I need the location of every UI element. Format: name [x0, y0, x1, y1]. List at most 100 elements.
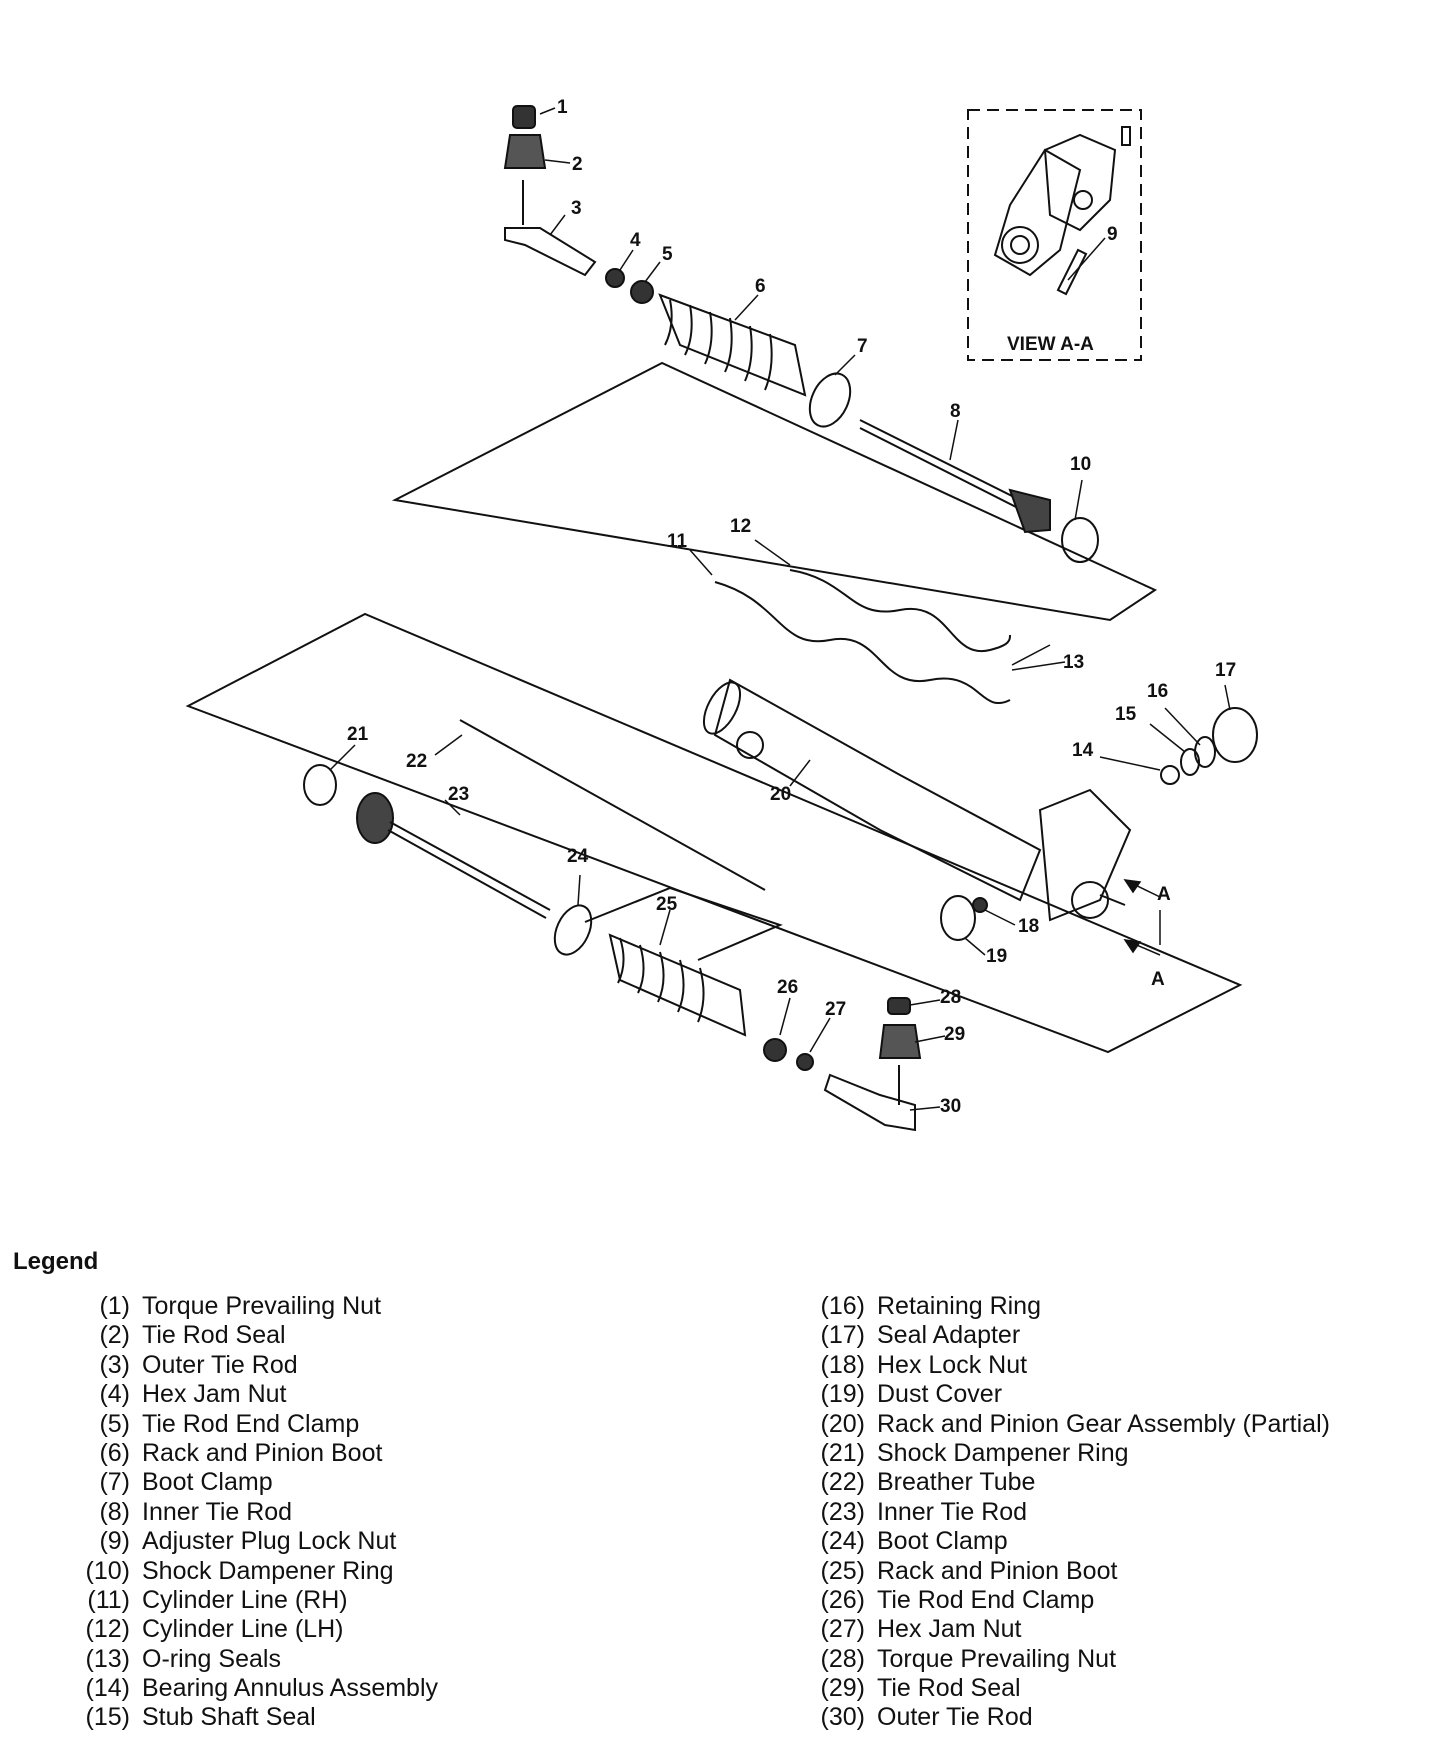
- legend-number: (27): [820, 1615, 865, 1644]
- legend-label: Tie Rod Seal: [877, 1674, 1021, 1703]
- legend-item: (10) Shock Dampener Ring: [40, 1557, 438, 1586]
- callout-10: 10: [1070, 454, 1091, 475]
- legend-number: (22): [820, 1468, 865, 1497]
- legend-number: (4): [99, 1380, 130, 1409]
- legend-label: Outer Tie Rod: [142, 1350, 298, 1379]
- legend-item: (6)Rack and Pinion Boot: [40, 1439, 438, 1468]
- view-aa-housing: [993, 126, 1131, 296]
- callout-20: 20: [770, 784, 791, 805]
- legend-item: (12)Cylinder Line (LH): [40, 1615, 438, 1644]
- legend-item: (9)Adjuster Plug Lock Nut: [40, 1527, 438, 1556]
- legend-label: Boot Clamp: [142, 1468, 273, 1497]
- legend-label: O-ring Seals: [142, 1644, 281, 1673]
- legend-item: (21)Shock Dampener Ring: [770, 1439, 1330, 1468]
- legend-label: Shock Dampener Ring: [877, 1438, 1129, 1467]
- part-28-torque-nut: [887, 997, 911, 1015]
- legend-label: Cylinder Line (LH): [142, 1615, 344, 1644]
- part-30-outer-tie-rod: [823, 1065, 916, 1132]
- legend-number: (13): [85, 1644, 130, 1673]
- callout-15: 15: [1115, 704, 1137, 725]
- legend-title: Legend: [13, 1248, 99, 1275]
- part-24-boot-clamp: [553, 904, 593, 956]
- part-23-inner-tie-rod: [356, 792, 551, 919]
- callout-24: 24: [567, 846, 589, 867]
- legend-number: (3): [99, 1350, 130, 1379]
- legend-label: Tie Rod End Clamp: [142, 1409, 360, 1438]
- legend-label: Torque Prevailing Nut: [877, 1644, 1117, 1673]
- callout-14: 14: [1072, 740, 1094, 761]
- part-12-cylinder-line-lh: [789, 569, 1011, 653]
- legend-right-column: (16)Retaining Ring (17)Seal Adapter (18)…: [770, 1292, 1330, 1733]
- legend-label: Hex Jam Nut: [877, 1615, 1022, 1644]
- callout-9: 9: [1107, 224, 1118, 245]
- legend-item: (4) Hex Jam Nut: [40, 1380, 438, 1409]
- legend-label: Breather Tube: [877, 1468, 1036, 1497]
- exploded-view-diagram: 1 2 3 4 5 6 7 8 9 10 11 12 13 14 15 16 1…: [185, 97, 1258, 1132]
- legend-number: (28): [820, 1644, 865, 1673]
- legend-label: Shock Dampener Ring: [142, 1556, 394, 1585]
- callout-13: 13: [1063, 652, 1084, 673]
- legend-label: Seal Adapter: [877, 1321, 1021, 1350]
- legend-label: Tie Rod End Clamp: [877, 1585, 1095, 1614]
- legend-label: Rack and Pinion Gear Assembly (Partial): [877, 1409, 1330, 1438]
- callout-21: 21: [347, 724, 369, 745]
- legend-item: (13) O-ring Seals: [40, 1645, 438, 1674]
- callout-4: 4: [630, 230, 641, 251]
- legend-item: (22) Breather Tube: [770, 1468, 1330, 1497]
- legend-item: (26)Tie Rod End Clamp: [770, 1586, 1330, 1615]
- callout-16: 16: [1147, 681, 1168, 702]
- part-22-breather-tube: [459, 719, 766, 891]
- callout-18: 18: [1018, 916, 1039, 937]
- legend-item: (23) Inner Tie Rod: [770, 1498, 1330, 1527]
- part-11-cylinder-line-rh: [714, 581, 1011, 705]
- legend-number: (15): [85, 1703, 130, 1732]
- legend-left-column: (1)Torque Prevailing Nut (2)Tie Rod Seal…: [40, 1292, 438, 1733]
- part-14-bearing-annulus: [1160, 765, 1180, 785]
- part-18-hex-lock-nut: [972, 897, 988, 913]
- legend-label: Inner Tie Rod: [877, 1497, 1028, 1526]
- callout-17: 17: [1215, 660, 1236, 681]
- legend-item: (17)Seal Adapter: [770, 1321, 1330, 1350]
- callout-2: 2: [572, 154, 583, 175]
- callout-7: 7: [857, 336, 868, 357]
- part-19-dust-cover: [940, 895, 976, 941]
- legend-number: (23): [820, 1497, 865, 1526]
- legend-item: (25)Rack and Pinion Boot: [770, 1557, 1330, 1586]
- part-20-rack-gear-assembly: [702, 678, 1132, 922]
- legend-item: (7) Boot Clamp: [40, 1468, 438, 1497]
- section-marker-bottom: A: [1151, 969, 1165, 990]
- part-4-hex-jam-nut: [605, 268, 625, 288]
- boot-frame: [584, 886, 783, 961]
- legend-label: Boot Clamp: [877, 1527, 1008, 1556]
- view-aa-frame: [967, 109, 1142, 361]
- callout-6: 6: [755, 276, 766, 297]
- legend-item: (18)Hex Lock Nut: [770, 1351, 1330, 1380]
- part-15-stub-shaft-seal: [1180, 748, 1200, 776]
- legend-item: (14)Bearing Annulus Assembly: [40, 1674, 438, 1703]
- legend-item: (5)Tie Rod End Clamp: [40, 1410, 438, 1439]
- callout-28: 28: [940, 987, 961, 1008]
- section-marker-top: A: [1157, 884, 1171, 905]
- callout-27: 27: [825, 999, 846, 1020]
- legend-number: (6): [99, 1438, 130, 1467]
- section-arrows: [1123, 879, 1161, 956]
- part-21-shock-ring: [303, 764, 337, 806]
- callout-5: 5: [662, 244, 673, 265]
- legend-number: (19): [820, 1380, 865, 1409]
- part-3-outer-tie-rod: [504, 180, 597, 277]
- part-7-boot-clamp: [808, 372, 852, 428]
- legend-item: (27) Hex Jam Nut: [770, 1615, 1330, 1644]
- legend-number: (2): [99, 1321, 130, 1350]
- legend-label: Hex Jam Nut: [142, 1380, 287, 1409]
- part-27-hex-jam-nut: [796, 1053, 814, 1071]
- part-10-shock-ring: [1061, 517, 1099, 563]
- legend-item: (1)Torque Prevailing Nut: [40, 1292, 438, 1321]
- legend-number: (1): [99, 1292, 130, 1320]
- legend-label: Rack and Pinion Boot: [877, 1556, 1118, 1585]
- legend-number: (29): [820, 1674, 865, 1703]
- part-26-tie-rod-clamp: [763, 1038, 787, 1062]
- legend-item: (29) Tie Rod Seal: [770, 1674, 1330, 1703]
- legend-item: (24)Boot Clamp: [770, 1527, 1330, 1556]
- legend-number: (10): [85, 1556, 130, 1585]
- legend-number: (7): [99, 1468, 130, 1497]
